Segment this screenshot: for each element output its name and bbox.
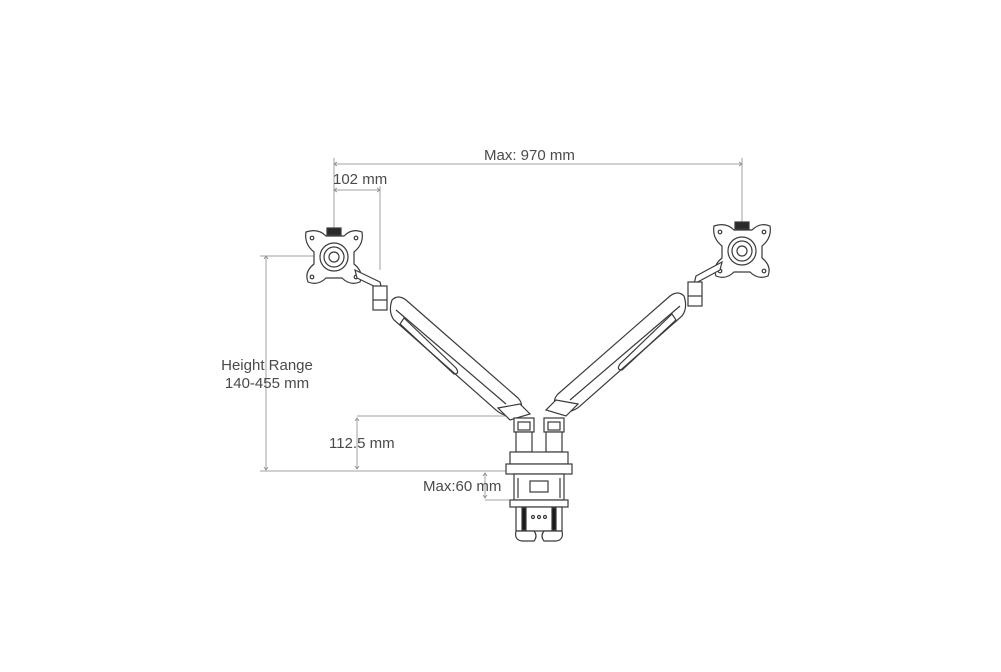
- right-vesa-plate: [713, 221, 771, 278]
- left-arm-link: [354, 268, 388, 311]
- max-reach-label: Max: 970 mm: [484, 147, 575, 164]
- height-range-title: Height Range: [221, 357, 313, 374]
- clamp-max-label: Max:60 mm: [423, 478, 502, 495]
- right-arm-link: [687, 260, 723, 307]
- pole-height-label: 112.5 mm: [329, 435, 395, 452]
- center-joints: [505, 417, 573, 475]
- dimension-lines: [260, 158, 742, 501]
- desk-clamp: [509, 473, 569, 542]
- right-gas-arm: [544, 292, 687, 417]
- vesa-offset-label: 102 mm: [333, 171, 388, 188]
- left-vesa-plate: [305, 227, 363, 284]
- left-gas-arm: [389, 296, 532, 421]
- height-range-value: 140-455 mm: [224, 375, 310, 392]
